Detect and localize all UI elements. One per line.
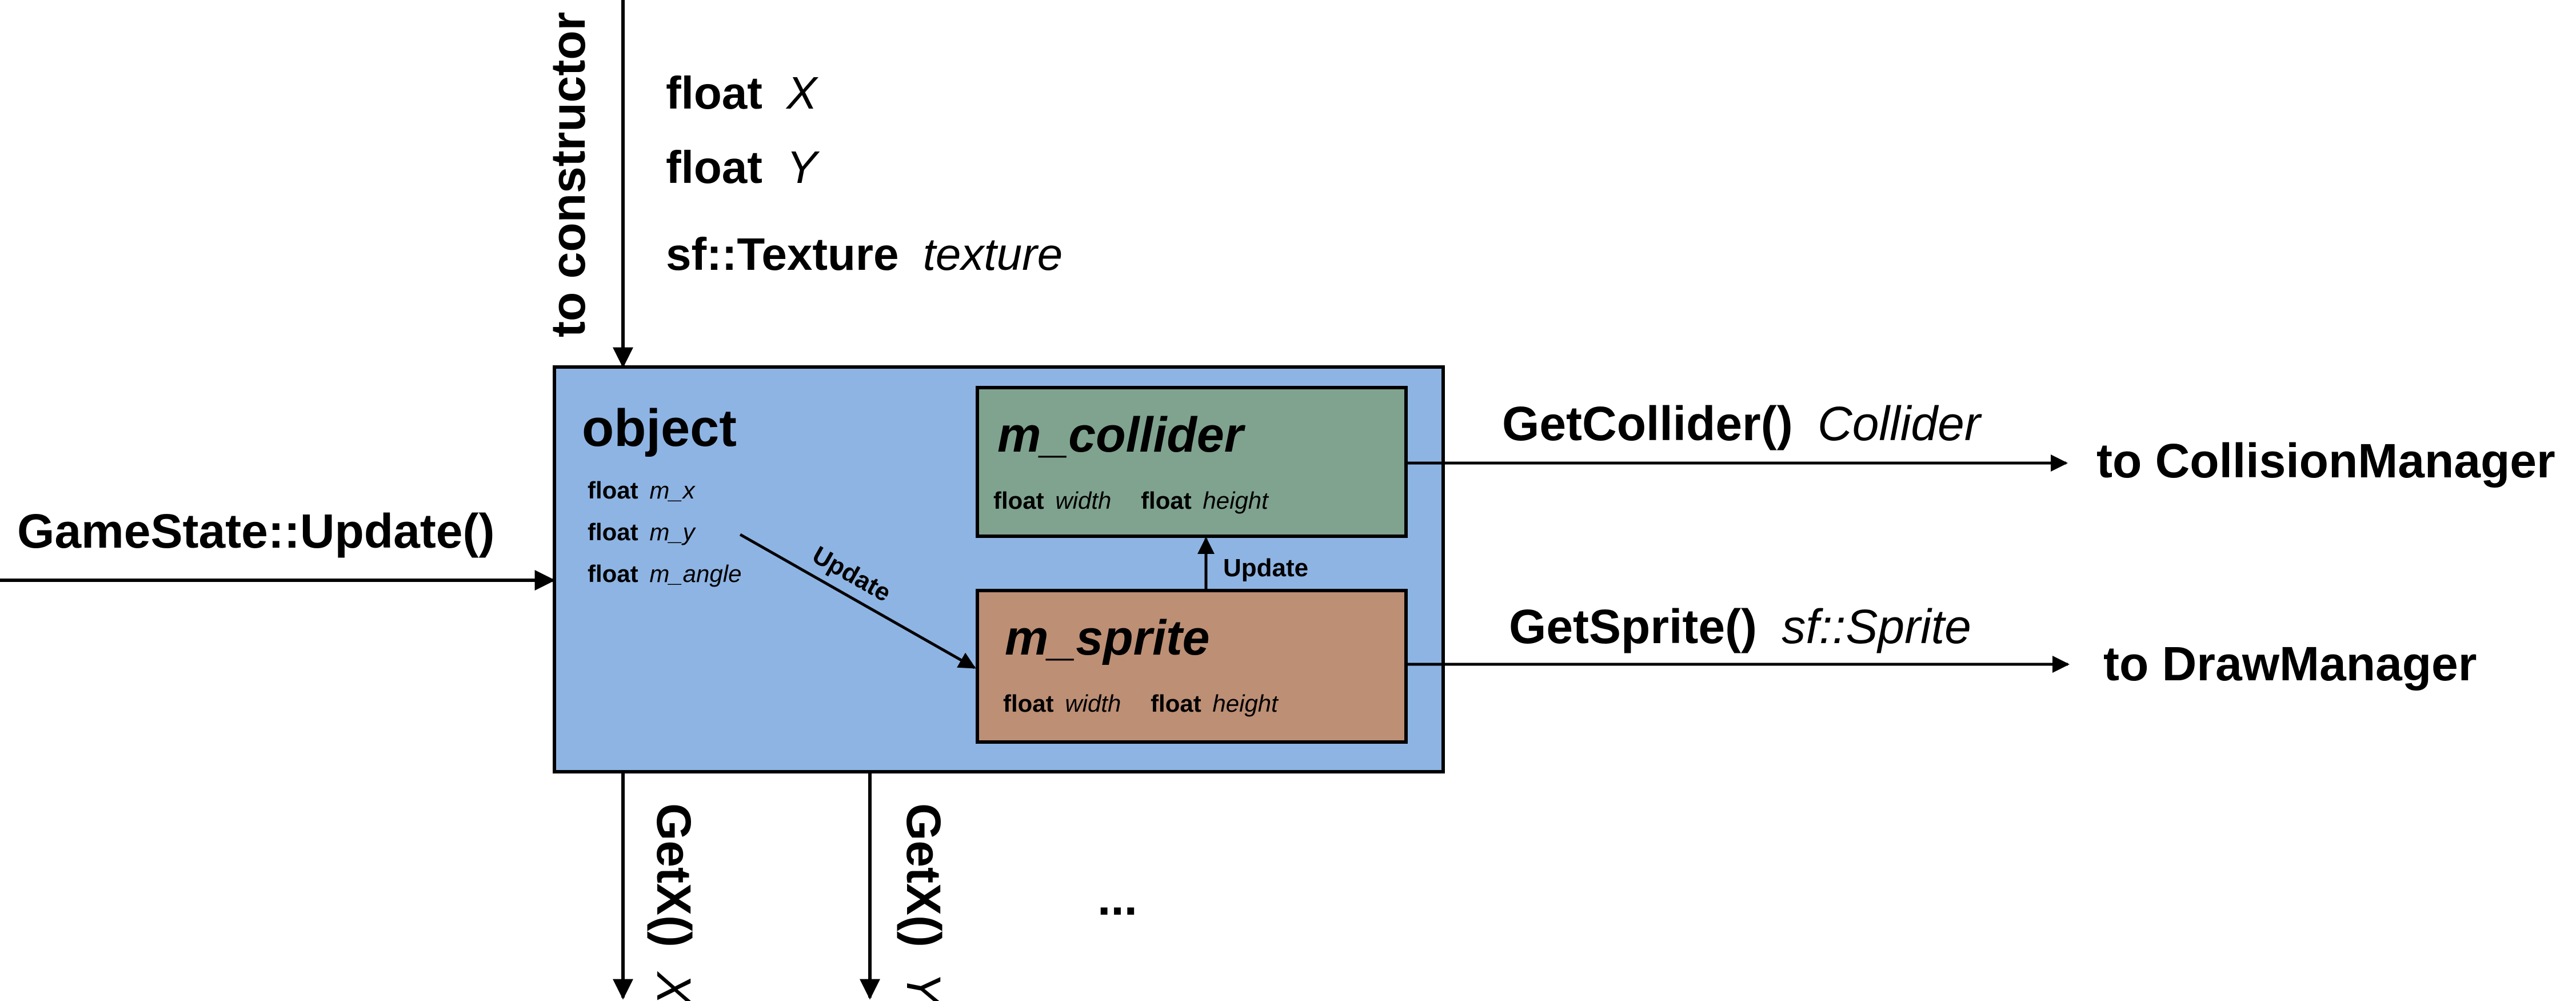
param-texture-type: sf::Texture: [666, 229, 898, 280]
param-y-name: Y: [786, 142, 820, 193]
to-collision-manager-label: to CollisionManager: [2096, 434, 2555, 488]
object-field-m-angle: float m_angle: [588, 560, 741, 587]
to-draw-manager-label: to DrawManager: [2103, 637, 2477, 691]
getter-x-label: GetX() X: [647, 803, 701, 1001]
gamestate-update-label: GameState::Update(): [17, 504, 494, 558]
update-to-collider-label: Update: [1223, 554, 1308, 582]
constructor-label: to constructor: [541, 12, 595, 337]
param-texture-name: texture: [923, 229, 1063, 280]
constructor-param-x: float X: [666, 67, 818, 118]
more-getters-ellipsis: ...: [1097, 871, 1137, 925]
get-sprite-label: GetSprite() sf::Sprite: [1509, 600, 1971, 653]
update-to-sprite-arrow: [739, 533, 976, 669]
constructor-param-texture: sf::Texture texture: [666, 229, 1063, 280]
get-collider-label: GetCollider() Collider: [1502, 397, 1982, 450]
sprite-fields: float width float height: [1003, 690, 1279, 717]
collider-fields: float width float height: [993, 487, 1269, 514]
sprite-box: [976, 589, 1408, 744]
sprite-title: m_sprite: [1005, 611, 1210, 665]
param-x-type: float: [666, 67, 762, 118]
param-y-type: float: [666, 142, 762, 193]
object-field-m-x: float m_x: [588, 477, 696, 504]
param-x-name: X: [785, 67, 818, 118]
getter-y-label: GetX() Y: [897, 803, 950, 1001]
object-field-m-y: float m_y: [588, 519, 697, 545]
collider-box: [976, 386, 1408, 538]
constructor-param-y: float Y: [666, 142, 820, 193]
collider-title: m_collider: [997, 408, 1246, 462]
object-title: object: [582, 399, 737, 457]
